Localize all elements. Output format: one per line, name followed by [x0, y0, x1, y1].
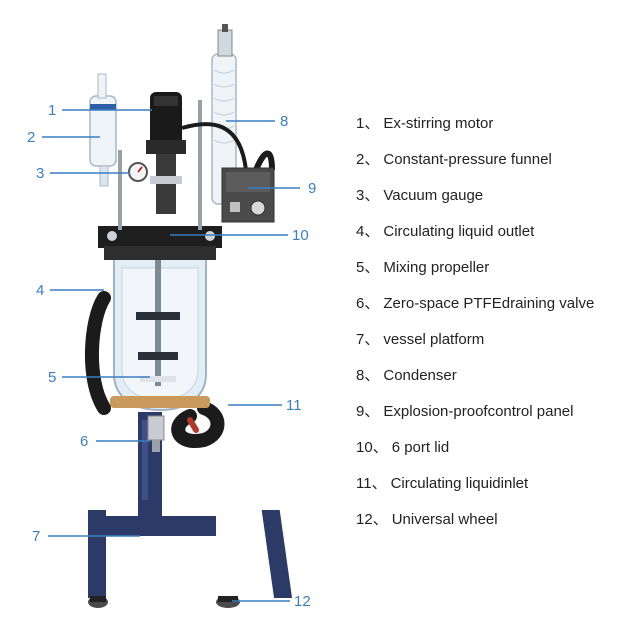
legend-num: 5 [356, 259, 365, 276]
legend-num: 2 [356, 151, 365, 168]
legend-label: Circulating liquidinlet [390, 475, 529, 492]
parts-legend: 1、Ex-stirring motor 2、Constant-pressure … [356, 112, 636, 544]
legend-item: 6、Zero-space PTFEdraining valve [356, 292, 636, 328]
callout-1: 1 [48, 102, 56, 119]
legend-num: 10 [356, 439, 373, 456]
universal-wheel [88, 596, 240, 608]
legend-separator: 、 [364, 223, 380, 240]
legend-label: Constant-pressure funnel [383, 151, 552, 168]
motor-cable [181, 122, 248, 171]
legend-num: 1 [356, 115, 365, 132]
legend-separator: 、 [364, 151, 380, 168]
legend-item: 7、vessel platform [356, 328, 636, 364]
legend-item: 8、Condenser [356, 364, 636, 400]
legend-label: Condenser [383, 367, 457, 384]
circulating-hoses [84, 291, 225, 448]
callout-lines [42, 109, 300, 602]
six-port-lid [98, 226, 222, 260]
legend-separator: 、 [364, 295, 380, 312]
legend-item: 2、Constant-pressure funnel [356, 148, 636, 184]
draining-valve [147, 415, 165, 452]
legend-num: 11 [356, 475, 372, 492]
legend-item: 3、Vacuum gauge [356, 184, 636, 220]
legend-separator: 、 [371, 475, 387, 492]
constant-pressure-funnel [89, 73, 117, 187]
legend-num: 4 [356, 223, 365, 240]
legend-separator: 、 [364, 259, 380, 276]
stirring-motor [146, 92, 186, 214]
mixing-propeller [136, 236, 180, 386]
callout-5: 5 [48, 369, 56, 386]
callout-11: 11 [286, 397, 302, 414]
legend-label: Explosion-proofcontrol panel [383, 403, 574, 420]
callout-numbers: 1 2 3 4 5 6 7 8 9 10 11 12 [27, 102, 316, 610]
callout-12: 12 [294, 593, 311, 610]
legend-separator: 、 [364, 403, 380, 420]
legend-item: 12、Universal wheel [356, 508, 636, 544]
legend-item: 9、Explosion-proofcontrol panel [356, 400, 636, 436]
legend-item: 11、Circulating liquidinlet [356, 472, 636, 508]
callout-10: 10 [292, 227, 309, 244]
callout-9: 9 [308, 180, 316, 197]
legend-num: 8 [356, 367, 365, 384]
callout-4: 4 [36, 282, 44, 299]
callout-8: 8 [280, 113, 288, 130]
callout-3: 3 [36, 165, 44, 182]
legend-item: 1、Ex-stirring motor [356, 112, 636, 148]
legend-label: Ex-stirring motor [383, 115, 494, 132]
legend-num: 7 [356, 331, 365, 348]
legend-label: Vacuum gauge [383, 187, 484, 204]
legend-label: 6 port lid [391, 439, 450, 456]
legend-label: Circulating liquid outlet [383, 223, 535, 240]
legend-separator: 、 [372, 511, 388, 528]
legend-separator: 、 [372, 439, 388, 456]
legend-num: 3 [356, 187, 365, 204]
legend-separator: 、 [364, 187, 380, 204]
legend-item: 10、6 port lid [356, 436, 636, 472]
vacuum-gauge [128, 162, 148, 182]
legend-num: 12 [356, 511, 373, 528]
legend-label: Zero-space PTFEdraining valve [383, 295, 595, 312]
callout-6: 6 [80, 433, 88, 450]
callout-2: 2 [27, 129, 35, 146]
control-panel [221, 167, 275, 223]
legend-item: 4、Circulating liquid outlet [356, 220, 636, 256]
legend-num: 6 [356, 295, 365, 312]
legend-label: Universal wheel [391, 511, 498, 528]
callout-7: 7 [32, 528, 40, 545]
legend-num: 9 [356, 403, 365, 420]
legend-item: 5、Mixing propeller [356, 256, 636, 292]
legend-label: vessel platform [383, 331, 485, 348]
legend-separator: 、 [364, 331, 380, 348]
support-rods [118, 100, 202, 230]
legend-label: Mixing propeller [383, 259, 490, 276]
panel-cable [253, 150, 275, 172]
legend-separator: 、 [364, 367, 380, 384]
legend-separator: 、 [364, 115, 380, 132]
